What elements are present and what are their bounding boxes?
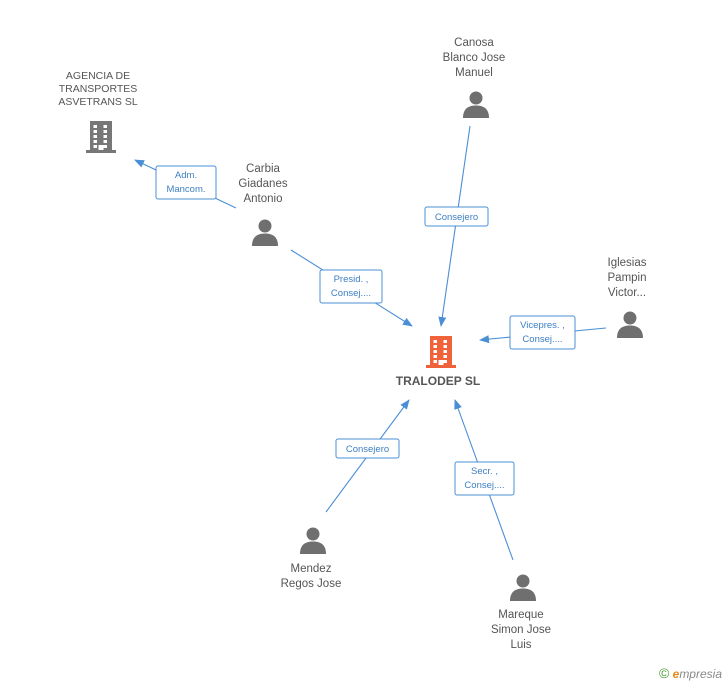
person-label-carbia: Carbia xyxy=(246,163,280,175)
edge-label-box[interactable] xyxy=(424,206,489,227)
person-label-canosa: Canosa xyxy=(454,37,494,49)
person-icon-mareque[interactable] xyxy=(510,574,536,602)
person-label-canosa: Blanco Jose xyxy=(443,52,506,64)
person-label-carbia: Antonio xyxy=(243,193,282,205)
center-company-icon xyxy=(426,336,456,368)
person-label-iglesias: Iglesias xyxy=(608,257,647,269)
person-label-iglesias: Pampin xyxy=(608,272,647,284)
edge-label-text: Consej.... xyxy=(331,288,371,299)
edge-label-text: Mancom. xyxy=(166,184,205,195)
person-label-mareque: Luis xyxy=(510,639,531,651)
edge-label-text: Consejero xyxy=(346,444,389,455)
edge-label-text: Secr. , xyxy=(471,466,498,477)
edge-mareque-center: Secr. , Consej.... xyxy=(454,399,515,561)
edge-label-box[interactable] xyxy=(155,165,217,200)
person-label-canosa: Manuel xyxy=(455,67,493,79)
edge-carbia-agencia: Adm. Mancom. xyxy=(134,159,237,209)
edge-label-text: Vicepres. , xyxy=(520,320,565,331)
person-icon-canosa[interactable] xyxy=(463,91,489,119)
company-icon-agencia xyxy=(86,121,116,153)
edge-label-text: Adm. xyxy=(175,170,197,181)
copyright-symbol: © xyxy=(658,665,670,681)
edge-label-box[interactable] xyxy=(319,269,383,304)
person-label-mendez: Regos Jose xyxy=(281,578,342,590)
person-label-mendez: Mendez xyxy=(291,563,332,575)
edge-canosa-center: Consejero xyxy=(424,125,489,327)
edge-label-text: Consej.... xyxy=(464,480,504,491)
company-label-agencia[interactable]: ASVETRANS SL xyxy=(58,96,138,108)
person-label-mareque: Mareque xyxy=(498,609,543,621)
person-icon-carbia[interactable] xyxy=(252,219,278,247)
person-label-mareque: Simon Jose xyxy=(491,624,551,636)
edge-label-box[interactable] xyxy=(509,315,576,350)
edge-label-text: Consej.... xyxy=(522,334,562,345)
company-label-agencia[interactable]: AGENCIA DE xyxy=(66,70,130,82)
person-label-carbia: Giadanes xyxy=(238,178,287,190)
person-icon-mendez[interactable] xyxy=(300,527,326,555)
edge-carbia-center: Presid. , Consej.... xyxy=(290,249,413,327)
edge-iglesias-center: Vicepres. , Consej.... xyxy=(479,315,607,350)
watermark-brand: empresia xyxy=(672,667,722,681)
edge-label-box[interactable] xyxy=(335,438,400,459)
company-label-agencia[interactable]: TRANSPORTES xyxy=(59,83,138,95)
center-company-name[interactable]: TRALODEP SL xyxy=(396,374,480,388)
edge-label-text: Consejero xyxy=(435,212,478,223)
person-label-iglesias: Victor... xyxy=(608,287,646,299)
person-icon-iglesias[interactable] xyxy=(617,311,643,339)
edge-mendez-center: Consejero xyxy=(325,399,410,513)
edge-label-text: Presid. , xyxy=(334,274,369,285)
empresia-watermark: © empresia xyxy=(659,665,722,681)
edge-label-box[interactable] xyxy=(454,461,515,496)
